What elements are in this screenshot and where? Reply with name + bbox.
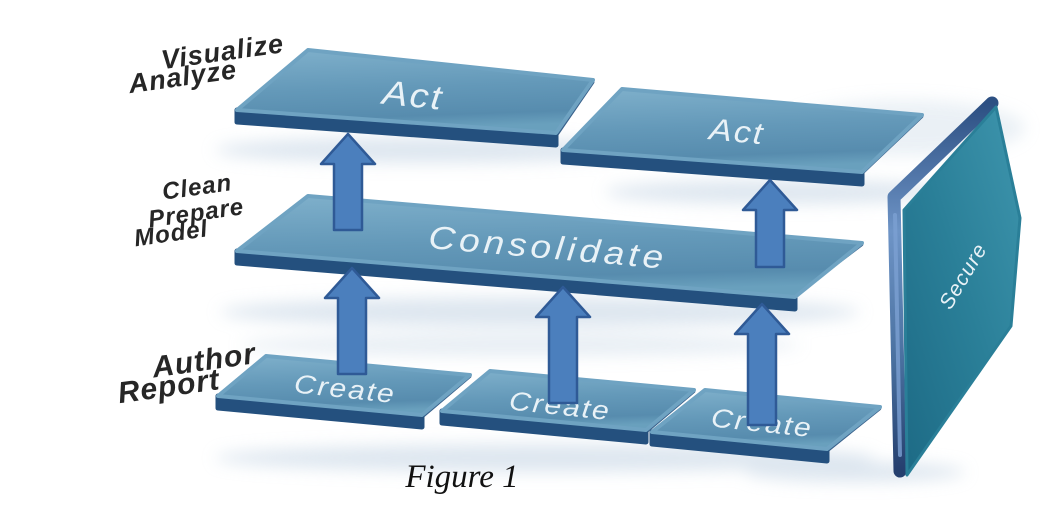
row-labels: Visualize Analyze Clean Prepare Model Au… bbox=[116, 28, 286, 410]
panel-act-2: Act bbox=[560, 87, 924, 187]
panel-act-2-label: Act bbox=[706, 112, 766, 151]
panel-face bbox=[235, 48, 595, 135]
up-arrow-icon bbox=[323, 266, 381, 376]
figure-caption: Figure 1 bbox=[404, 459, 518, 495]
panel-face bbox=[235, 194, 864, 299]
up-arrow-icon bbox=[319, 132, 377, 232]
up-arrows-middle bbox=[319, 132, 799, 269]
up-arrow-icon bbox=[741, 178, 799, 269]
panel-create-1: Create bbox=[215, 354, 472, 430]
panel-secure: Secure bbox=[887, 96, 1022, 478]
panel-face bbox=[561, 87, 924, 174]
up-arrow-icon bbox=[534, 285, 592, 405]
panel-face bbox=[216, 354, 472, 417]
panel-act-1: Act bbox=[234, 48, 595, 148]
secure-spine-highlight bbox=[893, 213, 902, 457]
panel-face bbox=[902, 105, 1022, 477]
up-arrow-icon bbox=[733, 302, 791, 427]
up-arrows-bottom bbox=[323, 266, 791, 427]
row-label-report: Report bbox=[116, 363, 223, 410]
row-label-analyze: Analyze bbox=[126, 54, 239, 99]
panel-act-1-label: Act bbox=[379, 72, 446, 117]
row-label-model: Model bbox=[132, 215, 210, 252]
panel-consolidate: Consolidate bbox=[234, 194, 864, 312]
